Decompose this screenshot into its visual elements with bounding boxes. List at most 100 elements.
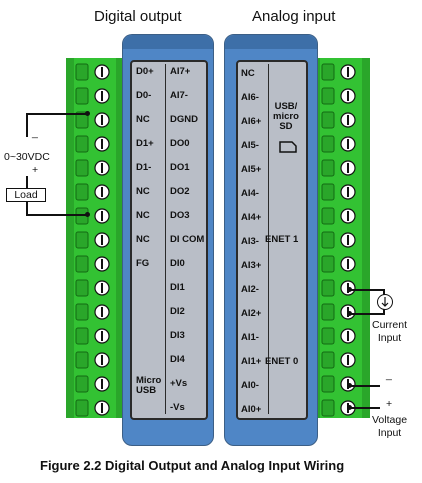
right-terminal-block-graphic [312, 58, 370, 418]
wire-dot [85, 212, 90, 217]
terminal-slot [321, 375, 335, 393]
plus-symbol-right: + [386, 398, 393, 410]
terminal-slot [321, 207, 335, 225]
panel-divider [165, 64, 166, 414]
pin-label: D0+ [136, 66, 154, 77]
wire-dot [347, 311, 352, 316]
terminal-slot [75, 63, 89, 81]
minus-symbol-right: _ [386, 369, 392, 381]
pin-label: DI COM [170, 234, 205, 245]
sd-card-icon [279, 140, 297, 153]
enet1-label: ENET 1 [265, 234, 299, 245]
voltage-input-label: Voltage Input [372, 414, 408, 439]
pin-label: AI7+ [170, 66, 191, 77]
terminal-slot [75, 87, 89, 105]
pin-label: NC [136, 114, 150, 125]
wire-left-vertical-2 [26, 176, 28, 188]
wire-dot [85, 111, 90, 116]
terminal-slot [75, 135, 89, 153]
pin-label: NC [241, 68, 255, 79]
terminal-slot [321, 183, 335, 201]
pin-label: AI3- [241, 236, 259, 247]
wire-ai0-minus [350, 385, 380, 387]
pin-label: +Vs [170, 378, 188, 389]
pin-label: AI7- [170, 90, 188, 101]
wire-d1-top [26, 113, 88, 115]
pin-label: D1+ [136, 138, 154, 149]
figure-caption: Figure 2.2 Digital Output and Analog Inp… [40, 458, 345, 473]
terminal-slot [75, 255, 89, 273]
wire-left-vertical-3 [26, 201, 28, 215]
pin-label: AI2- [241, 284, 259, 295]
load-box: Load [6, 188, 46, 202]
terminal-slot [75, 279, 89, 297]
terminal-slot [321, 303, 335, 321]
right-terminal-block [312, 58, 370, 418]
voltage-label: 0~30VDC [4, 151, 50, 163]
terminal-slot [321, 327, 335, 345]
wire-ai2-minus [350, 289, 384, 291]
terminal-slot [321, 399, 335, 417]
terminal-slot [75, 231, 89, 249]
pin-label: -Vs [170, 402, 185, 413]
terminal-slot [321, 351, 335, 369]
analog-label-panel [236, 60, 308, 420]
pin-label: AI0- [241, 380, 259, 391]
digital-module-top [123, 35, 213, 49]
terminal-slot [321, 255, 335, 273]
terminal-slot [75, 111, 89, 129]
terminal-slot [321, 279, 335, 297]
pin-label: DGND [170, 114, 198, 125]
wire-dot [347, 287, 352, 292]
panel-divider-analog [268, 64, 269, 414]
left-terminal-block-graphic [66, 58, 124, 418]
terminal-slot [75, 159, 89, 177]
pin-label: DO3 [170, 210, 190, 221]
terminal-slot [75, 351, 89, 369]
digital-output-header: Digital output [94, 8, 182, 25]
pin-label: DI1 [170, 282, 185, 293]
usb-sd-label: USB/ micro SD [273, 101, 299, 132]
terminal-slot [321, 87, 335, 105]
terminal-slot [321, 111, 335, 129]
terminal-slot [75, 183, 89, 201]
current-input-label: Current Input [372, 319, 408, 344]
minus-symbol: _ [32, 127, 38, 139]
wire-ai0-plus [350, 407, 380, 409]
pin-label: DO1 [170, 162, 190, 173]
pin-label: AI6+ [241, 116, 262, 127]
analog-module-top [225, 35, 317, 49]
terminal-slot [321, 63, 335, 81]
micro-usb-label: Micro USB [136, 375, 162, 396]
terminal-slot [75, 327, 89, 345]
wire-dot [347, 405, 352, 410]
pin-label: AI6- [241, 92, 259, 103]
pin-label: AI5+ [241, 164, 262, 175]
pin-label: AI2+ [241, 308, 262, 319]
pin-label: DO0 [170, 138, 190, 149]
terminal-slot [321, 159, 335, 177]
pin-label: AI0+ [241, 404, 262, 415]
terminal-slot [75, 375, 89, 393]
pin-label: DI2 [170, 306, 185, 317]
digital-label-panel [130, 60, 208, 420]
pin-label: DI0 [170, 258, 185, 269]
pin-label: AI4- [241, 188, 259, 199]
pin-label: NC [136, 234, 150, 245]
pin-label: DO2 [170, 186, 190, 197]
pin-label: AI1- [241, 332, 259, 343]
plus-symbol: + [32, 164, 39, 176]
terminal-slot [321, 231, 335, 249]
terminal-slot [75, 399, 89, 417]
wire-left-vertical [26, 113, 28, 137]
terminal-slot [75, 303, 89, 321]
pin-label: AI5- [241, 140, 259, 151]
pin-label: AI3+ [241, 260, 262, 271]
wire-dot [347, 383, 352, 388]
pin-label: D0- [136, 90, 152, 101]
wire-ai2-plus [350, 313, 384, 315]
left-terminal-block [66, 58, 124, 418]
pin-label: D1- [136, 162, 152, 173]
pin-label: DI3 [170, 330, 185, 341]
